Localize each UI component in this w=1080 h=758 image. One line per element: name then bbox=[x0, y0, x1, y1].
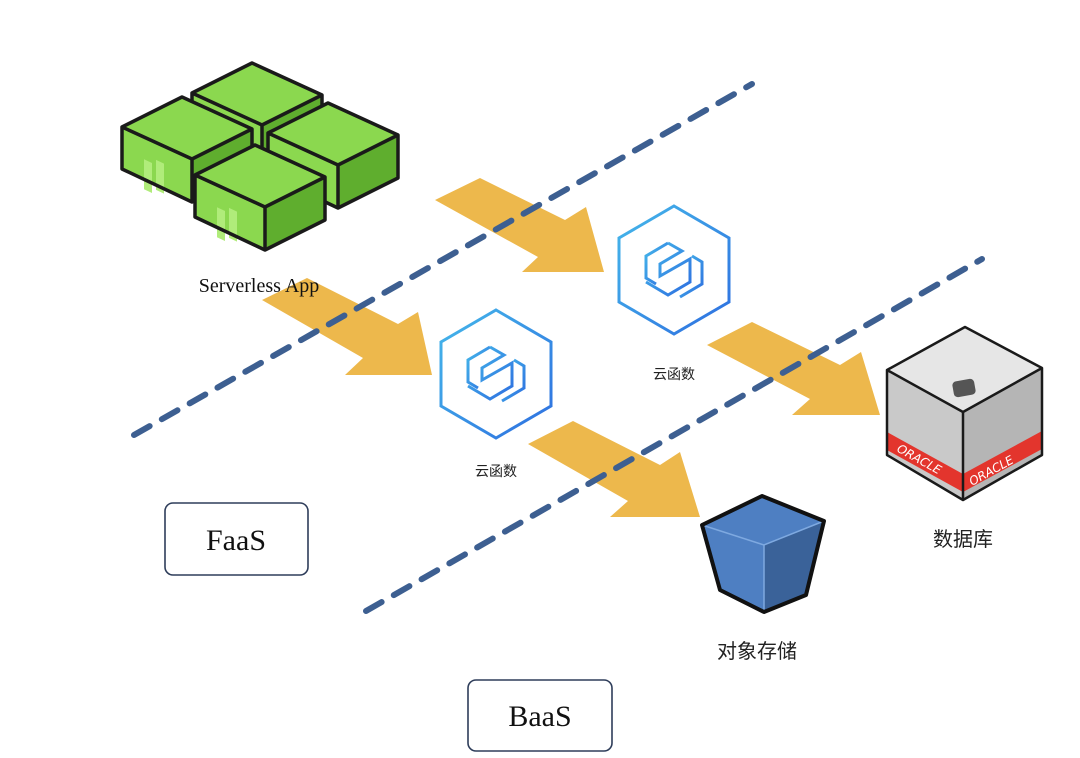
baas-label: BaaS bbox=[508, 700, 571, 733]
function-bottom-label: 云函数 bbox=[475, 464, 517, 480]
arrow-app-to-function-top bbox=[435, 178, 604, 272]
faas-layer-box: FaaS bbox=[164, 502, 309, 576]
faas-box-frame bbox=[164, 502, 309, 576]
arrow-app-to-function-bottom bbox=[262, 278, 432, 375]
green-boxes-icon bbox=[120, 61, 400, 252]
layer-dividers bbox=[131, 81, 985, 614]
divider-line-lower bbox=[363, 256, 985, 614]
cloud-function-hexagon-icon bbox=[439, 308, 553, 440]
function-top-label: 云函数 bbox=[653, 367, 695, 383]
storage-label: 对象存储 bbox=[717, 639, 797, 663]
green-box bbox=[193, 143, 327, 252]
db-top-port bbox=[952, 378, 976, 398]
baas-layer-box: BaaS bbox=[467, 679, 613, 752]
edge-arrows bbox=[262, 178, 880, 517]
oracle-database-cube-icon: ORACLE ORACLE bbox=[885, 325, 1044, 502]
baas-box-frame bbox=[467, 679, 613, 752]
divider-line-upper bbox=[131, 81, 755, 438]
cloud-function-hexagon-icon bbox=[617, 204, 731, 336]
object-storage-bucket-icon bbox=[700, 494, 826, 614]
faas-label: FaaS bbox=[206, 524, 266, 557]
database-label: 数据库 bbox=[933, 527, 993, 551]
app-label: Serverless App bbox=[199, 275, 320, 297]
